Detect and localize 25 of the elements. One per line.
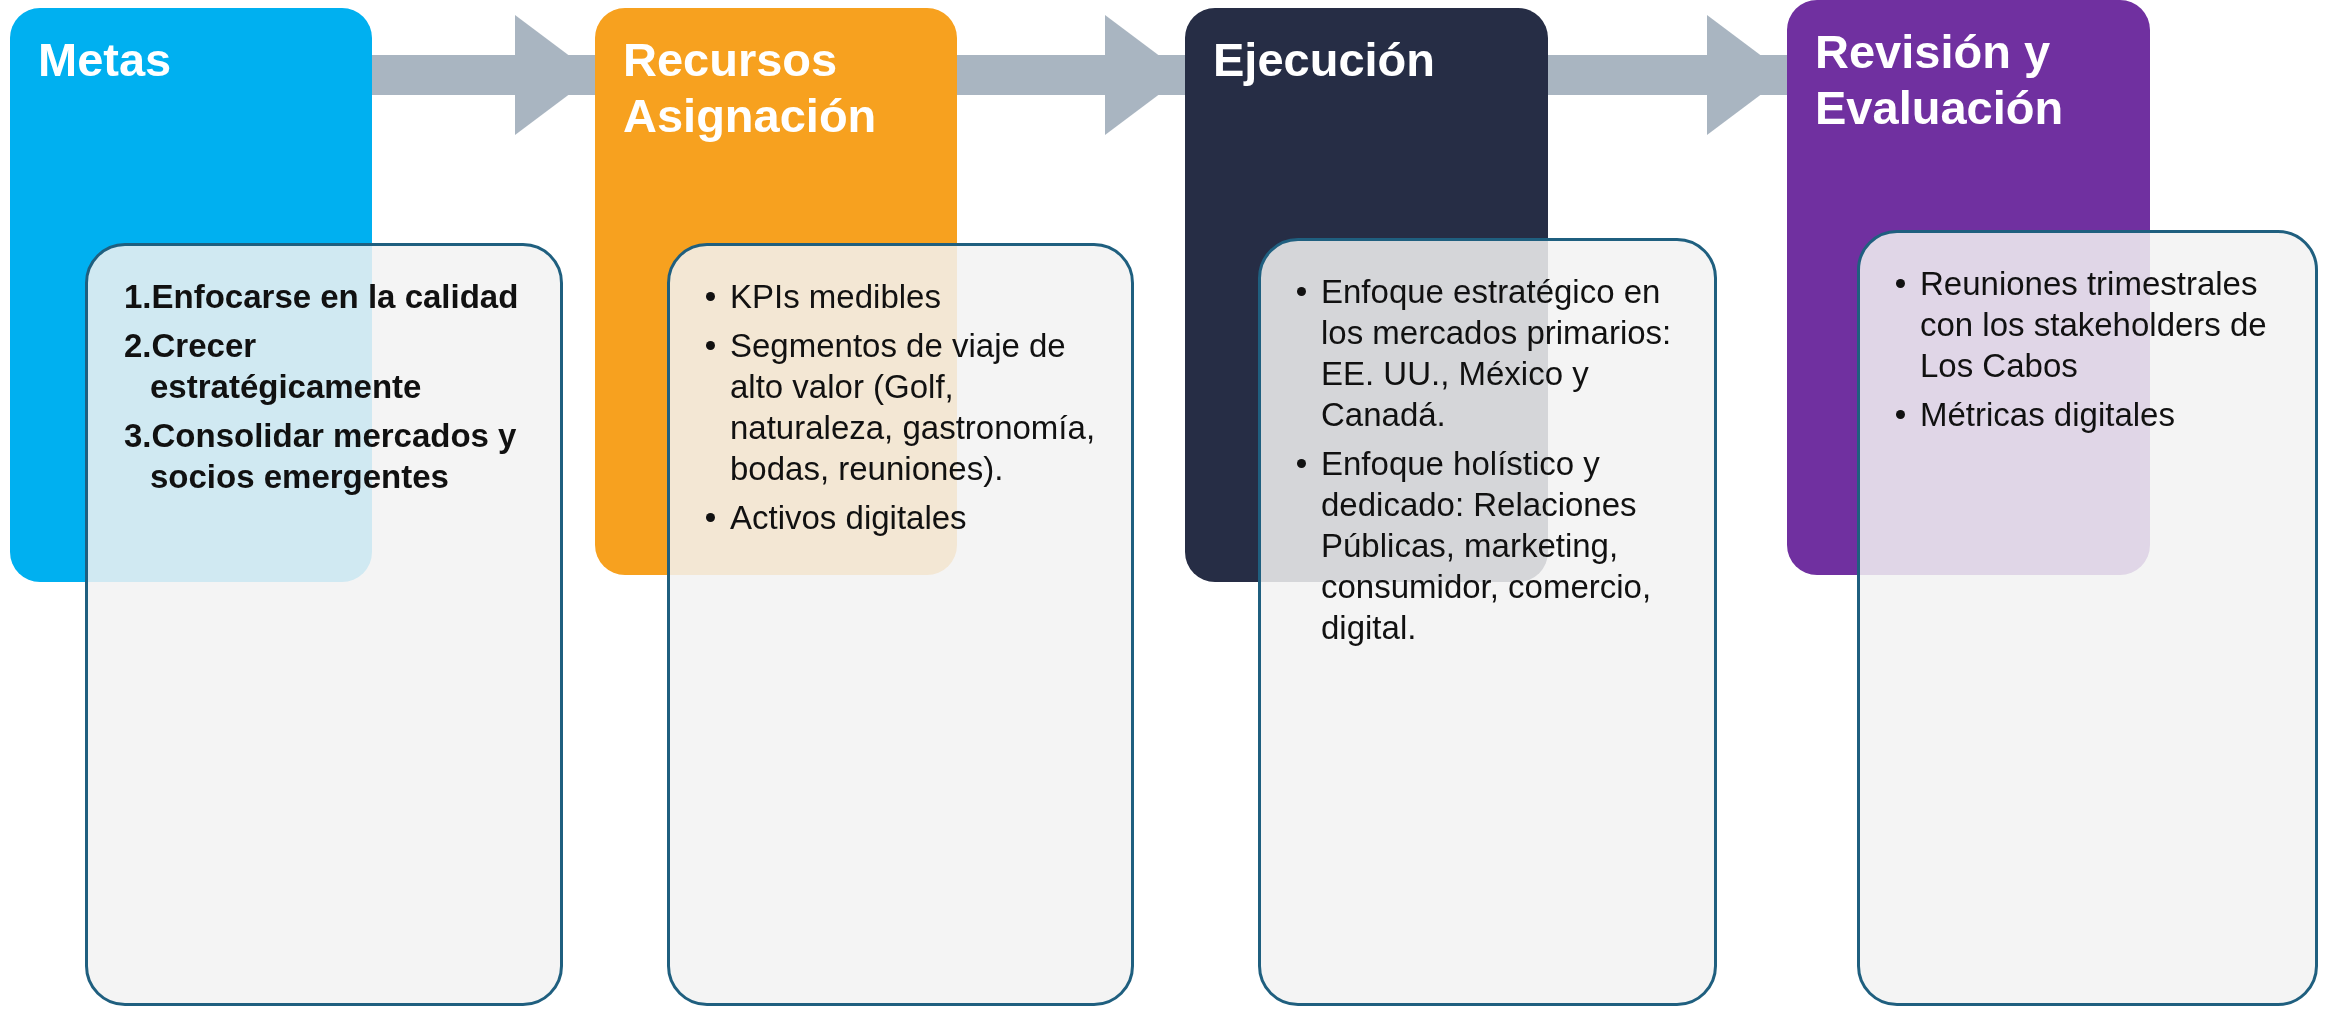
- bullet-item: Enfoque holístico y dedicado: Relaciones Públicas, marketing, consumidor, comercio, digital.: [1297, 443, 1690, 648]
- numbered-item: 2.Crecer estratégicamente: [124, 326, 423, 407]
- block-arrow: [957, 15, 1185, 135]
- numbered-item: 3.Consolidar mercados y socios emergentes: [124, 416, 518, 497]
- stage-title: Revisión y Evaluación: [1815, 24, 2065, 136]
- stage-title: Recursos Asignación: [623, 32, 878, 144]
- block-arrow: [372, 15, 595, 135]
- content-card: [667, 243, 1134, 1006]
- bullet-item: Enfoque estratégico en los mercados primarios: EE. UU., México y Canadá.: [1297, 271, 1690, 435]
- content-card: [85, 243, 563, 1006]
- bullet-item: Métricas digitales: [1896, 394, 2291, 435]
- bullet-item: Reuniones trimestrales con los stakeholders de Los Cabos: [1896, 263, 2291, 386]
- stage-header: [10, 8, 372, 243]
- bullet-item: Segmentos de viaje de alto valor (Golf, naturaleza, gastronomía, bodas, reuniones).: [706, 325, 1107, 489]
- bullet-item: KPIs medibles: [706, 276, 1107, 317]
- bullet-item: Activos digitales: [706, 497, 1107, 538]
- block-arrow: [1548, 15, 1787, 135]
- stage-header: [1185, 8, 1548, 238]
- content-card: [1258, 238, 1717, 1006]
- stage-title: Ejecución: [1213, 32, 1436, 88]
- stage-header: [1787, 0, 2150, 230]
- numbered-item: 1.Enfocarse en la calidad: [124, 277, 520, 317]
- stage-header: [595, 8, 957, 243]
- stage-title: Metas: [38, 32, 173, 88]
- content-card: [1857, 230, 2318, 1006]
